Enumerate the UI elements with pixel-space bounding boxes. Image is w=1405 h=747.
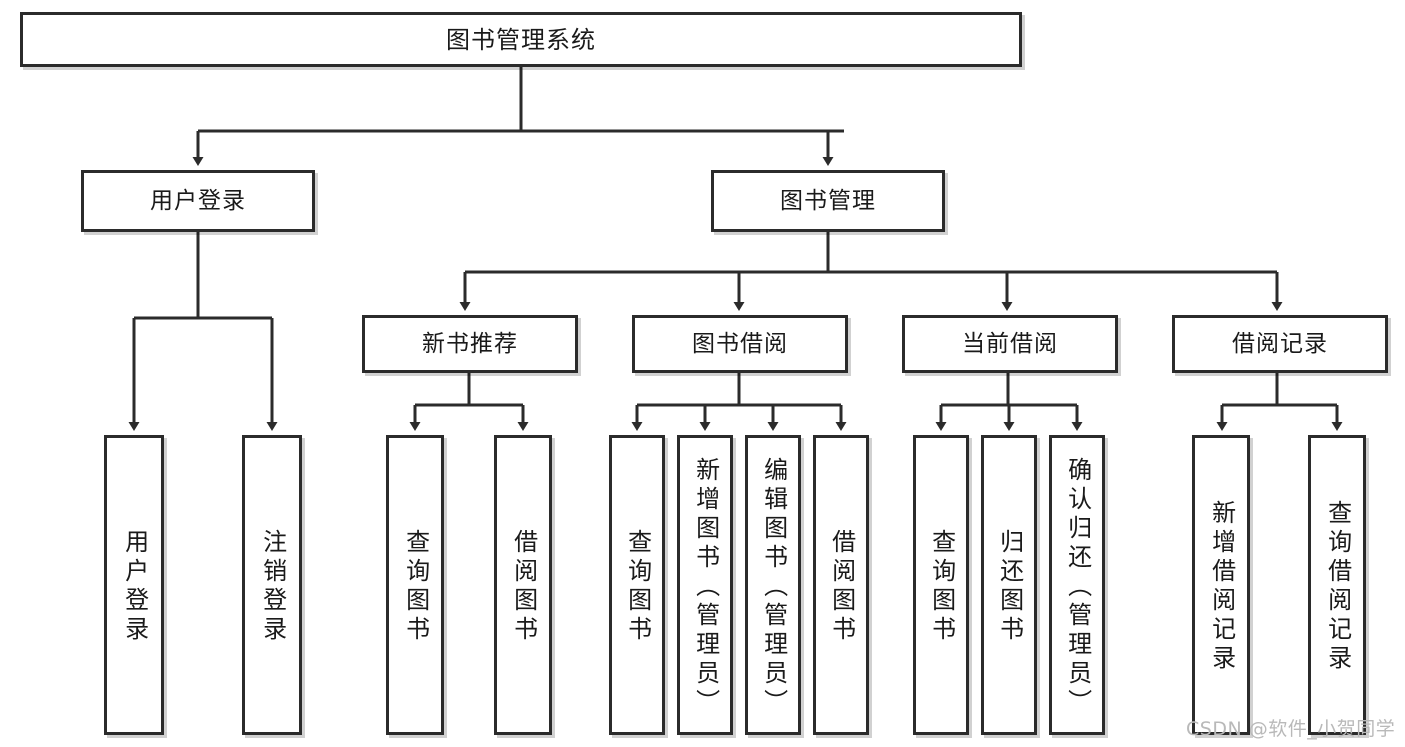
leaf-user-login-logout[interactable]: 注销登录: [242, 435, 302, 735]
node-label: 图书借阅: [692, 330, 788, 357]
node-label: 查询图书: [401, 529, 430, 645]
node-label: 归还图书: [995, 529, 1024, 645]
leaf-new-book-borrow[interactable]: 借阅图书: [494, 435, 552, 735]
node-borrow-record[interactable]: 借阅记录: [1172, 315, 1388, 373]
leaf-current-borrow-query[interactable]: 查询图书: [913, 435, 969, 735]
node-label: 当前借阅: [962, 330, 1058, 357]
node-label: 新增借阅记录: [1207, 500, 1236, 674]
node-label: 图书管理系统: [446, 25, 596, 54]
node-label: 新书推荐: [422, 330, 518, 357]
leaf-book-borrow-query[interactable]: 查询图书: [609, 435, 665, 735]
node-label: 注销登录: [258, 529, 287, 645]
node-label: 用户登录: [150, 187, 246, 214]
node-book-management[interactable]: 图书管理: [711, 170, 945, 232]
leaf-borrow-record-query[interactable]: 查询借阅记录: [1308, 435, 1366, 735]
node-label: 新增图书（管理员）: [691, 456, 720, 718]
node-label: 确认归还（管理员）: [1063, 456, 1092, 718]
node-root-system[interactable]: 图书管理系统: [20, 12, 1022, 67]
node-label: 借阅记录: [1232, 330, 1328, 357]
node-new-book-recommend[interactable]: 新书推荐: [362, 315, 578, 373]
node-label: 编辑图书（管理员）: [759, 456, 788, 718]
node-label: 查询图书: [927, 529, 956, 645]
leaf-book-borrow-add[interactable]: 新增图书（管理员）: [677, 435, 733, 735]
leaf-book-borrow-borrow[interactable]: 借阅图书: [813, 435, 869, 735]
leaf-borrow-record-add[interactable]: 新增借阅记录: [1192, 435, 1250, 735]
node-label: 图书管理: [780, 187, 876, 214]
node-label: 查询借阅记录: [1323, 500, 1352, 674]
leaf-book-borrow-edit[interactable]: 编辑图书（管理员）: [745, 435, 801, 735]
node-label: 借阅图书: [509, 529, 538, 645]
leaf-current-borrow-return[interactable]: 归还图书: [981, 435, 1037, 735]
node-user-login[interactable]: 用户登录: [81, 170, 315, 232]
watermark: CSDN @软件_小贺同学: [1186, 718, 1396, 740]
node-label: 查询图书: [623, 529, 652, 645]
leaf-current-borrow-confirm-return[interactable]: 确认归还（管理员）: [1049, 435, 1105, 735]
node-current-borrow[interactable]: 当前借阅: [902, 315, 1118, 373]
leaf-user-login-login[interactable]: 用户登录: [104, 435, 164, 735]
leaf-new-book-query[interactable]: 查询图书: [386, 435, 444, 735]
node-label: 用户登录: [120, 529, 149, 645]
node-label: 借阅图书: [827, 529, 856, 645]
node-book-borrow[interactable]: 图书借阅: [632, 315, 848, 373]
